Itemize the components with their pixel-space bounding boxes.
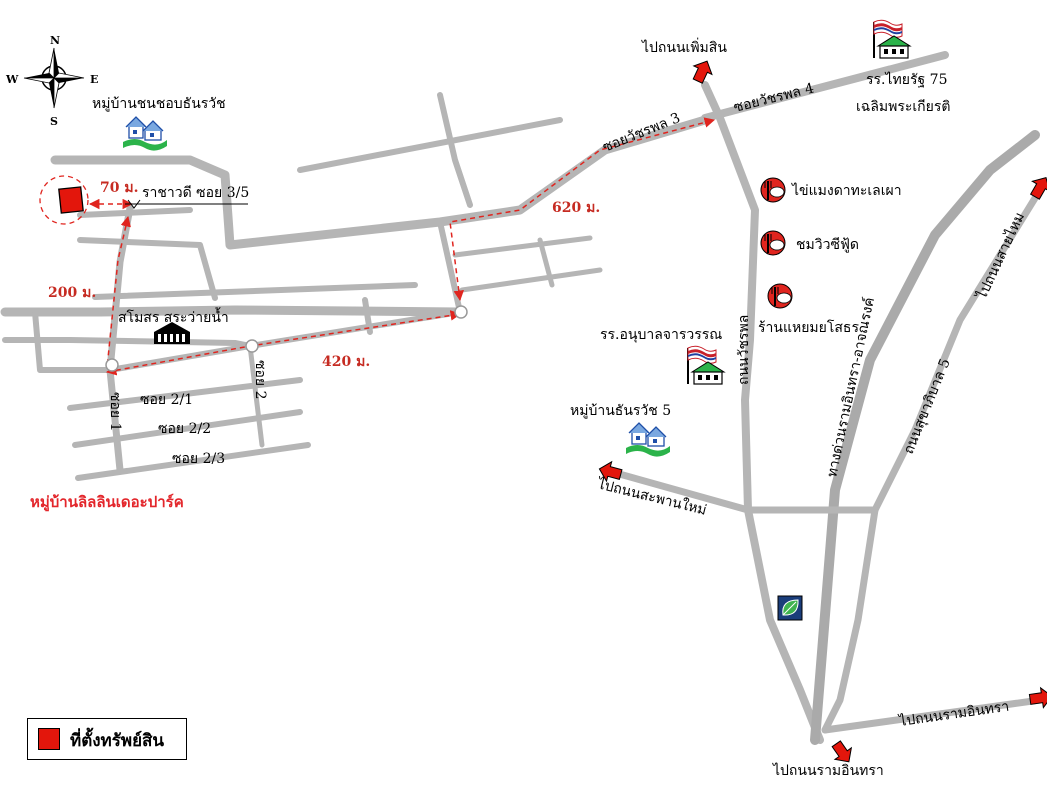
label-soi1: ซอย 1 xyxy=(107,392,123,431)
label-school-thairat-1: รร.ไทยรัฐ 75 xyxy=(866,71,947,88)
direction-arrow-icon xyxy=(1028,686,1047,709)
label-to-saimai: ไปถนนสายไหม xyxy=(973,210,1028,303)
distance-620: 620 ม. xyxy=(552,200,600,216)
label-village-thanrawat5: หมู่บ้านธันรวัช 5 xyxy=(570,403,671,419)
house-icon xyxy=(122,116,168,152)
clubhouse-icon xyxy=(154,322,190,344)
label-to-phermsin: ไปถนนเพิ่มสิน xyxy=(641,38,727,56)
label-rest-haeyam: ร้านแหยมยโสธร xyxy=(758,319,859,336)
restaurant-icon xyxy=(760,230,786,256)
property-legend-swatch xyxy=(38,728,60,750)
label-village-lilin: หมู่บ้านลิลลินเดอะปาร์ค xyxy=(30,493,184,512)
compass-n: N xyxy=(50,34,60,47)
gas-station-icon xyxy=(777,595,803,621)
label-soi2: ซอย 2 xyxy=(252,360,268,399)
label-soi2-1: ซอย 2/1 xyxy=(140,392,193,408)
label-soi2-2: ซอย 2/2 xyxy=(158,421,211,437)
property-marker-icon xyxy=(58,186,84,214)
property-area-circle xyxy=(39,175,89,225)
label-soi2-3: ซอย 2/3 xyxy=(172,451,225,467)
restaurant-icon xyxy=(767,283,793,309)
label-to-ramintra-bottom: ไปถนนรามอินทรา xyxy=(772,762,884,779)
compass-rose-icon: N S E W xyxy=(5,34,98,128)
distance-420: 420 ม. xyxy=(322,354,370,370)
direction-arrows xyxy=(598,60,1047,763)
direction-arrow-icon xyxy=(831,740,853,763)
house-icon xyxy=(625,422,671,458)
legend-label: ที่ตั้งทรัพย์สิน xyxy=(70,731,165,751)
roads-right xyxy=(601,51,1044,745)
label-rachadee: ราชาวดี ซอย 3/5 xyxy=(142,185,249,201)
compass-e: E xyxy=(90,73,98,86)
label-village-chonbon: หมู่บ้านชนชอบธันรวัช xyxy=(92,96,226,112)
label-soi-watcharapol-4: ซอยวัชรพล 4 xyxy=(732,80,816,115)
labels: หมู่บ้านชนชอบธันรวัช 70 ม. ราชาวดี ซอย 3… xyxy=(30,38,1028,779)
direction-arrow-icon xyxy=(1029,176,1047,200)
direction-arrow-icon xyxy=(692,60,713,84)
label-samosorn: สโมสร สระว่ายน้ำ xyxy=(118,307,229,326)
distance-70: 70 ม. xyxy=(100,180,138,196)
label-school-anubaan: รร.อนุบาลจารวรรณ xyxy=(600,327,722,343)
compass-w: W xyxy=(5,73,19,86)
restaurant-icon xyxy=(760,177,786,203)
direction-arrow-icon xyxy=(598,460,623,483)
label-rest-kaiyang: ไข่แมงดาทะเลเผา xyxy=(791,182,902,199)
legend: ที่ตั้งทรัพย์สิน xyxy=(27,718,187,760)
school-flag-icon xyxy=(687,345,725,385)
distance-200: 200 ม. xyxy=(48,285,96,301)
label-road-watcharapol: ถนนวัชรพล xyxy=(736,315,752,385)
compass-s: S xyxy=(50,115,58,128)
label-road-sukhapiban5: ถนนสุขาภิบาล 5 xyxy=(901,356,954,456)
label-to-ramintra-right: ไปถนนรามอินทรา xyxy=(897,698,1010,730)
school-flag-icon xyxy=(873,19,911,59)
route xyxy=(39,117,716,376)
label-school-thairat-2: เฉลิมพระเกียรติ xyxy=(856,99,950,115)
label-rest-chomwiew: ชมวิวซีฟู้ด xyxy=(796,237,859,253)
